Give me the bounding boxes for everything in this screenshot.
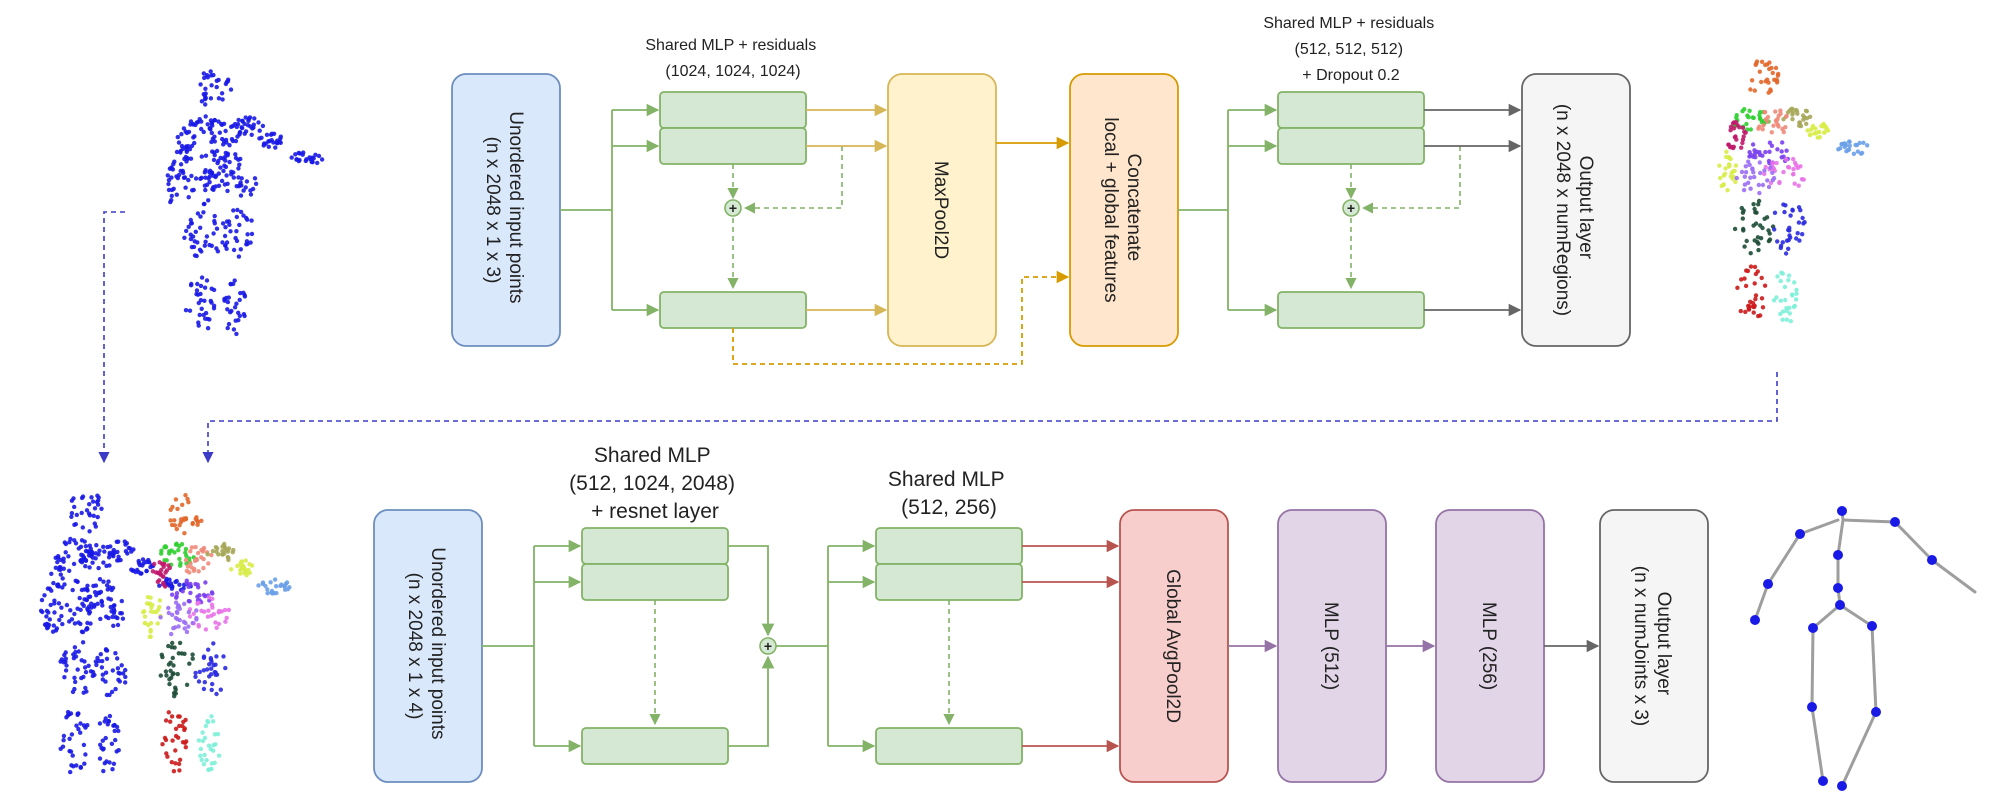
bottom-mlp1-label-line1: Shared MLP [594,444,710,467]
top-mlp1-label-line1: Shared MLP + residuals [645,37,816,54]
bottom-input-line2: (n x 2048 x 1 x 4) [404,573,425,720]
concat-line2: local + global features [1100,117,1121,302]
svg-text:Unordered input points (: Unordered input points (n x 2048 x 1 x 4… [404,547,448,745]
bottom-output-line2: (n x numJoints x 3) [1630,566,1651,727]
svg-text:+: + [729,200,737,216]
svg-text:MLP (256): MLP (256) [1478,602,1499,690]
mlp-256-label: MLP (256) [1478,602,1499,690]
bottom-mlp1-label-line2: (512, 1024, 2048) [569,472,735,495]
svg-text:Output layer (n x 2048 x: Output layer (n x 2048 x numRegions) [1552,104,1596,316]
skeleton-icon [1750,506,1977,791]
mlp-512-box: MLP (512) [1277,509,1387,783]
bottom-mlp2-label-line1: Shared MLP [888,468,1004,491]
top-input-box: Unordered input points (n x 2048 x 1 x 3… [451,73,561,347]
bottom-mlp1-label-line3: + resnet layer [591,500,719,523]
cross-row-connectors [98,211,1778,464]
top-output-line2: (n x 2048 x numRegions) [1552,104,1573,316]
svg-text:Shared MLP (512, 1024, 204: Shared MLP (512, 1024, 2048) + resnet la… [569,444,741,523]
avgpool-box: Global AvgPool2D [1119,509,1229,783]
top-mlp2-layers [1277,91,1425,329]
svg-text:+: + [764,638,772,654]
top-mlp2-layer-3 [1277,291,1425,329]
top-mlp2-layer-2 [1277,127,1425,165]
bottom-mlp2-layer-1 [875,527,1023,565]
maxpool-label: MaxPool2D [930,161,951,259]
svg-text:Output layer (n x numJoi: Output layer (n x numJoints x 3) [1630,566,1674,727]
svg-text:Shared MLP + residuals (51: Shared MLP + residuals (512, 512, 512) +… [1263,15,1438,84]
top-mlp1-layer-3 [659,291,807,329]
segmented-point-cloud-icon [141,493,292,774]
top-mlp1-add-node: + [724,199,742,217]
bottom-mlp2-layer-3 [875,727,1023,765]
svg-text:Unordered input points (: Unordered input points (n x 2048 x 1 x 3… [482,111,526,309]
svg-text:Shared MLP + residuals (10: Shared MLP + residuals (1024, 1024, 1024… [645,37,820,80]
svg-text:Concatenate local + glob: Concatenate local + global features [1100,117,1144,302]
top-mlp1-label-line2: (1024, 1024, 1024) [665,63,800,80]
point-cloud-input-icon [165,69,325,337]
mlp-512-label: MLP (512) [1320,602,1341,690]
bottom-input-box: Unordered input points (n x 2048 x 1 x 4… [373,509,483,783]
concat-box: Concatenate local + global features [1069,73,1179,347]
top-mlp2-label-line1: Shared MLP + residuals [1263,15,1434,32]
bottom-output-box: Output layer (n x numJoints x 3) [1599,509,1709,783]
bottom-mlp2-layer-2 [875,563,1023,601]
maxpool-box: MaxPool2D [887,73,997,347]
bottom-input-line1: Unordered input points [427,547,448,739]
bottom-mlp2-label-line2: (512, 256) [901,496,997,519]
avgpool-label: Global AvgPool2D [1162,569,1183,723]
bottom-mlp1-layer-1 [581,527,729,565]
mlp-256-box: MLP (256) [1435,509,1545,783]
top-mlp1-layer-2 [659,127,807,165]
svg-text:+: + [1347,200,1355,216]
svg-text:MLP (512): MLP (512) [1320,602,1341,690]
bottom-mlp1-add-node: + [759,637,777,655]
svg-text:Shared MLP (512, 256): Shared MLP (512, 256) [888,468,1010,519]
svg-text:Global AvgPool2D: Global AvgPool2D [1162,569,1183,723]
top-input-line2: (n x 2048 x 1 x 3) [482,137,503,284]
concat-line1: Concatenate [1123,153,1144,261]
top-input-line1: Unordered input points [505,111,526,303]
top-mlp2-label-line3: + Dropout 0.2 [1302,67,1400,84]
bottom-output-line1: Output layer [1653,592,1674,696]
top-output-line1: Output layer [1575,156,1596,260]
top-mlp1-layer-1 [659,91,807,129]
top-mlp2-add-node: + [1342,199,1360,217]
top-mlp2-label-line2: (512, 512, 512) [1295,41,1404,58]
point-cloud-input-icon [38,493,193,775]
svg-text:MaxPool2D: MaxPool2D [930,161,951,259]
bottom-mlp1-layer-2 [581,563,729,601]
top-mlp2-layer-1 [1277,91,1425,129]
top-output-box: Output layer (n x 2048 x numRegions) [1521,73,1631,347]
bottom-mlp1-layer-3 [581,727,729,765]
top-mlp1-layers [659,91,807,329]
segmented-point-cloud-icon [1717,59,1870,324]
